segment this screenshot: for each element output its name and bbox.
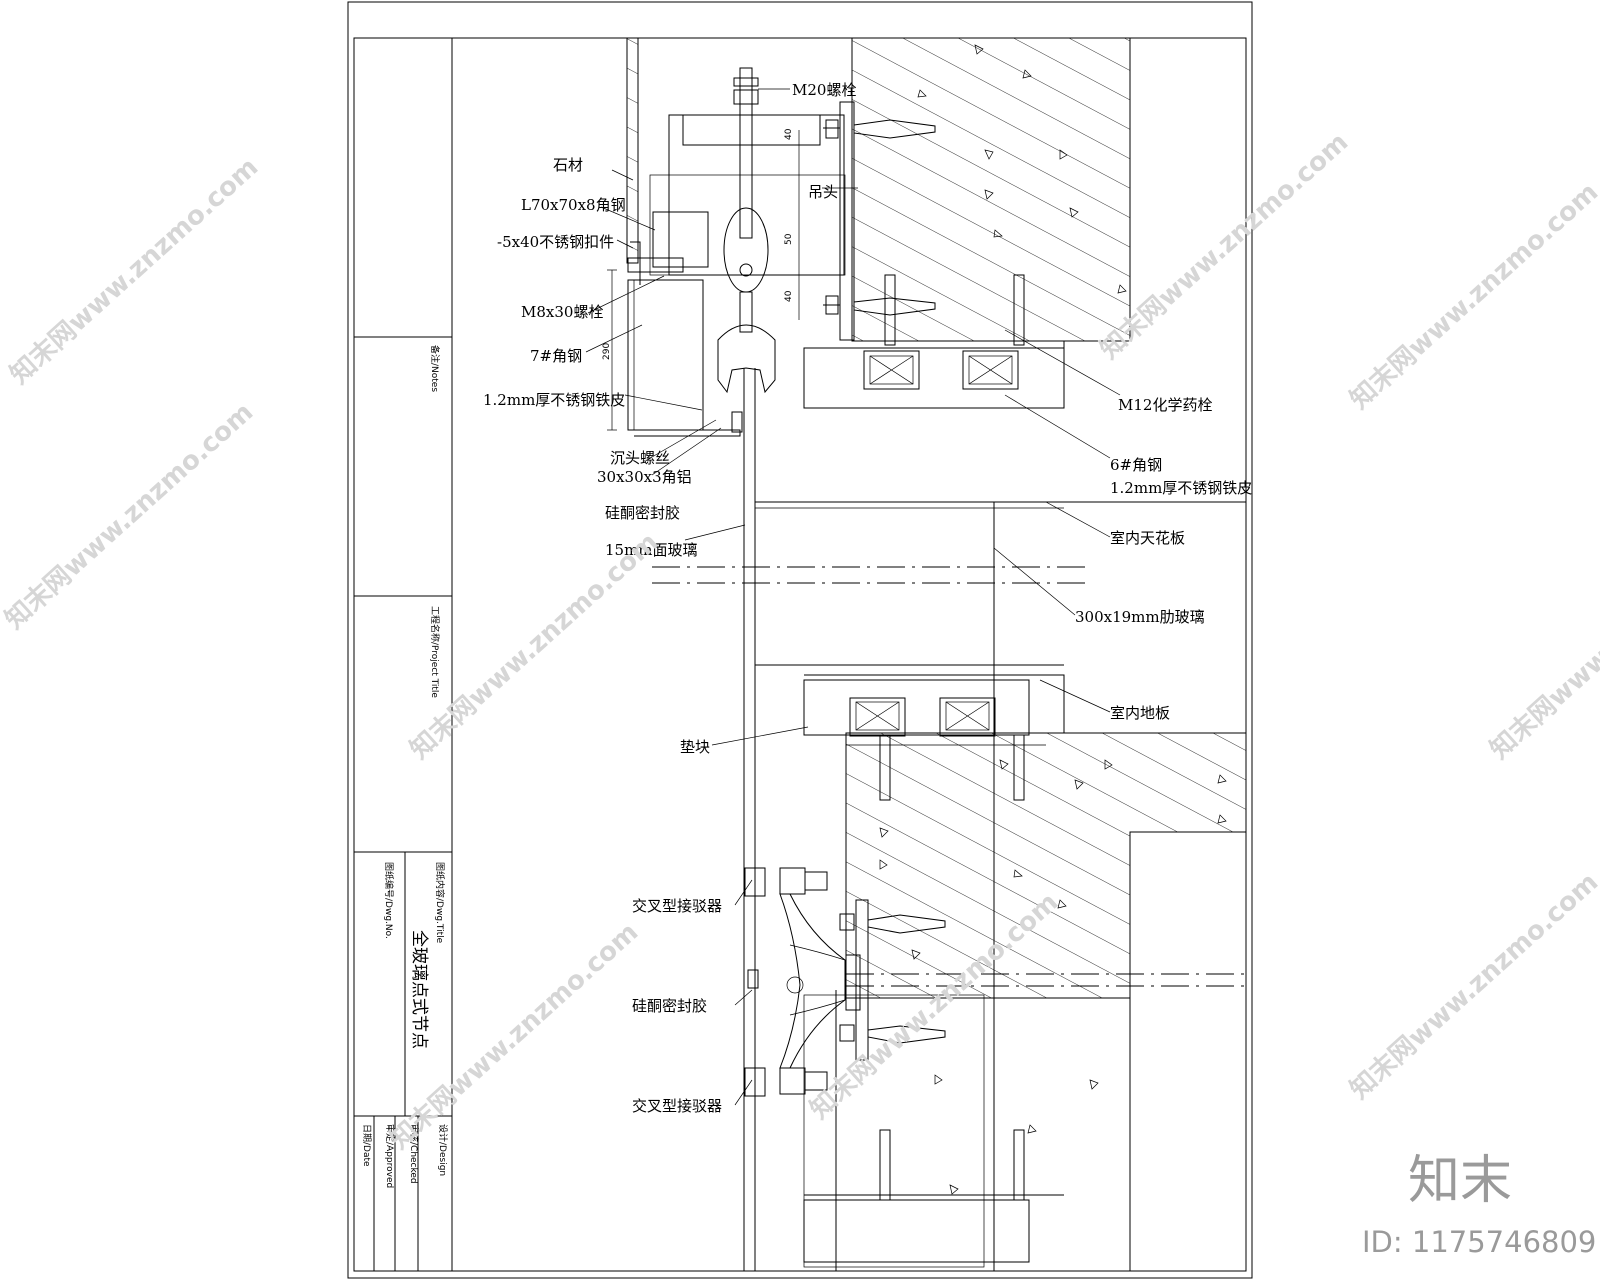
label-face-glass: 15mm面玻璃 bbox=[605, 541, 698, 559]
label-channel7: 7#角钢 bbox=[530, 347, 582, 365]
tb-design: 设计/Design bbox=[437, 1124, 449, 1176]
label-floor: 室内地板 bbox=[1110, 704, 1170, 722]
svg-text:40: 40 bbox=[784, 128, 794, 140]
svg-text:知末网www.znzmo.com: 知末网www.znzmo.com bbox=[1345, 177, 1600, 415]
svg-text:知末网www.znzmo.com: 知末网www.znzmo.com bbox=[0, 397, 259, 635]
label-sealant-top: 硅酮密封胶 bbox=[605, 504, 680, 522]
svg-text:知末网www.znzmo.com: 知末网www.znzmo.com bbox=[1485, 527, 1600, 765]
label-hanger: 吊头 bbox=[808, 183, 838, 201]
label-countersunk: 沉头螺丝 bbox=[610, 449, 670, 467]
label-alu-angle: 30x30x3角铝 bbox=[597, 468, 692, 486]
label-connector-top: 交叉型接驳器 bbox=[632, 897, 722, 915]
label-ss-sheet-left: 1.2mm厚不锈钢铁皮 bbox=[483, 391, 625, 409]
label-ss-sheet-right: 1.2mm厚不锈钢铁皮 bbox=[1110, 479, 1252, 497]
sheet-border bbox=[347, 1, 1253, 1279]
svg-text:50: 50 bbox=[784, 233, 794, 245]
svg-text:知末网www.znzmo.com: 知末网www.znzmo.com bbox=[1095, 127, 1355, 365]
tb-notes: 备注/Notes bbox=[429, 345, 441, 392]
label-ceiling: 室内天花板 bbox=[1110, 529, 1185, 547]
cross-connector bbox=[744, 867, 946, 1097]
tb-dwg-no-label: 图纸编号/Dwg.No. bbox=[383, 862, 395, 939]
fin-glass bbox=[755, 501, 1246, 1271]
tb-dwg-title-label: 图纸内容/Dwg.Title bbox=[434, 862, 446, 944]
angle-steel-bottom bbox=[803, 674, 1246, 801]
label-angle-steel: L70x70x8角钢 bbox=[521, 196, 626, 214]
concrete-slab-top bbox=[851, 37, 1131, 342]
face-glass bbox=[743, 368, 756, 1271]
watermark-brand: 知末 bbox=[1408, 1151, 1512, 1211]
title-block: 备注/Notes 工程名称/Project Title 图纸内容/Dwg.Tit… bbox=[354, 38, 453, 1271]
label-m20-bolt: M20螺栓 bbox=[792, 81, 856, 99]
label-m8-bolt: M8x30螺栓 bbox=[521, 303, 603, 321]
tb-checked: 审核/Checked bbox=[408, 1124, 420, 1184]
svg-text:40: 40 bbox=[784, 290, 794, 302]
concrete-slab-bottom bbox=[845, 732, 1247, 999]
label-pad: 垫块 bbox=[680, 738, 710, 756]
inner-frame bbox=[353, 37, 1247, 1272]
watermark: 知末网www.znzmo.com 知末网www.znzmo.com 知末网www… bbox=[0, 127, 1600, 1155]
label-fin-glass: 300x19mm肋玻璃 bbox=[1075, 608, 1205, 626]
svg-text:知末网www.znzmo.com: 知末网www.znzmo.com bbox=[405, 527, 665, 765]
svg-text:知末网www.znzmo.com: 知末网www.znzmo.com bbox=[5, 152, 265, 390]
label-connector-bottom: 交叉型接驳器 bbox=[632, 1097, 722, 1115]
tb-drawing-title: 全玻璃点式节点 bbox=[409, 930, 429, 1049]
stone-cladding bbox=[626, 37, 639, 264]
tb-approved: 审定/Approved bbox=[384, 1124, 396, 1188]
label-angle6: 6#角钢 bbox=[1110, 456, 1162, 474]
label-sealant-mid: 硅酮密封胶 bbox=[632, 997, 707, 1015]
label-clip: -5x40不锈钢扣件 bbox=[497, 233, 614, 251]
hanger-assembly: 40 50 40 290 bbox=[602, 67, 936, 437]
leader-lines bbox=[585, 88, 1121, 1106]
tb-project: 工程名称/Project Title bbox=[429, 606, 441, 698]
angle-steel-top bbox=[803, 274, 1065, 409]
tb-date: 日期/Date bbox=[361, 1124, 372, 1167]
label-m12-anchor: M12化学药栓 bbox=[1118, 396, 1212, 414]
aggregate-marks bbox=[879, 44, 1227, 1195]
watermark-id: ID: 1175746809 bbox=[1362, 1225, 1596, 1259]
svg-text:290: 290 bbox=[602, 343, 612, 360]
svg-text:知末网www.znzmo.com: 知末网www.znzmo.com bbox=[1345, 867, 1600, 1105]
angle-steel-lower bbox=[803, 994, 1064, 1268]
label-stone: 石材 bbox=[553, 156, 583, 174]
